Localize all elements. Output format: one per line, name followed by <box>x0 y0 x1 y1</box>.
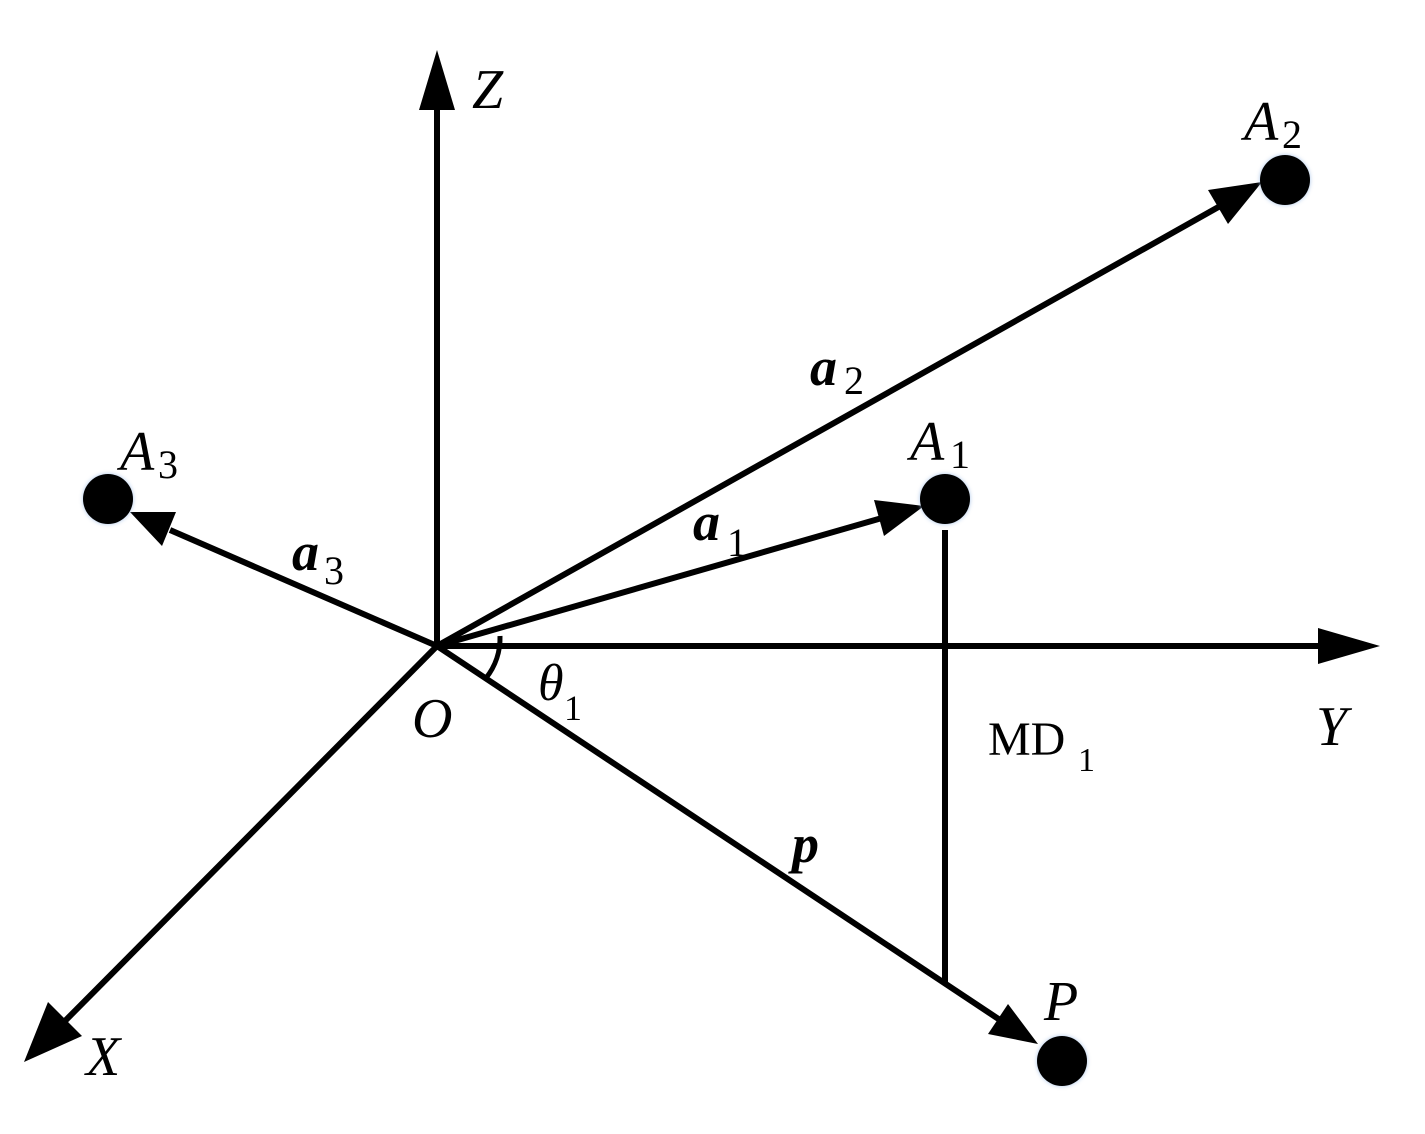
vector-a3-label: a <box>292 522 319 582</box>
point-a2-subscript: 2 <box>1282 112 1302 157</box>
vector-a2-arrowhead <box>1208 182 1262 224</box>
point-a1-subscript: 1 <box>950 432 970 477</box>
z-axis-arrowhead <box>419 50 455 110</box>
y-axis-arrowhead <box>1318 628 1380 664</box>
vector-a2-subscript: 2 <box>844 358 864 403</box>
vector-a2-label: a <box>810 337 837 397</box>
vector-a2-line <box>435 202 1224 649</box>
y-axis-label: Y <box>1316 696 1353 758</box>
vector-a3-arrowhead <box>130 512 176 546</box>
vector-a1-line <box>436 515 883 649</box>
angle-theta1-label: θ <box>538 655 564 712</box>
point-a3-label: A <box>116 421 155 483</box>
distance-md1-subscript: 1 <box>1078 742 1095 779</box>
x-axis-line <box>59 643 440 1027</box>
vector-a1-subscript: 1 <box>727 520 747 565</box>
point-a1-label: A <box>906 411 945 473</box>
point-a3-subscript: 3 <box>158 442 178 487</box>
point-a1-dot <box>920 474 970 524</box>
point-p-label: P <box>1043 971 1078 1033</box>
point-a2-label: A <box>1240 91 1279 153</box>
distance-md1-label: MD <box>988 713 1065 766</box>
vector-a3-line <box>168 527 439 649</box>
vector-p-label: p <box>788 814 819 874</box>
z-axis-label: Z <box>472 59 504 121</box>
vector-a1-arrowhead <box>874 500 924 536</box>
angle-theta1-subscript: 1 <box>564 688 582 728</box>
angle-theta1-arc <box>483 635 503 680</box>
point-a2-dot <box>1260 155 1310 205</box>
x-axis-label: X <box>84 1026 123 1088</box>
vector-a1-label: a <box>693 492 720 552</box>
x-axis-arrowhead <box>24 1002 82 1062</box>
origin-label: O <box>412 688 452 750</box>
vector-p-arrowhead <box>988 1004 1038 1044</box>
point-a3-dot <box>83 474 133 524</box>
vector-p-line <box>435 643 1002 1023</box>
vector-a3-subscript: 3 <box>324 548 344 593</box>
point-p-dot <box>1037 1036 1087 1086</box>
